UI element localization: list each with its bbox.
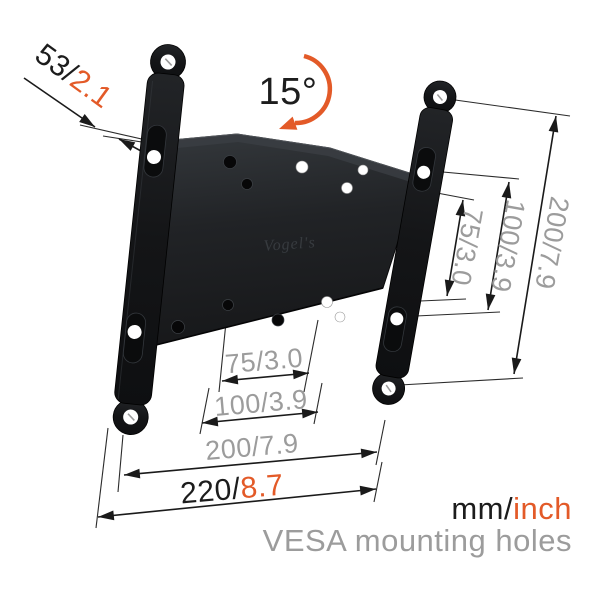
dimension-line-depth-counter [118, 138, 142, 152]
side-dim-75-label: 75/3.0 [445, 206, 488, 288]
dimension-line-depth [23, 77, 96, 128]
vesa-hole-dark [222, 299, 234, 311]
units-legend: mm/inch VESA mounting holes [263, 491, 572, 558]
screw-slot-icon [436, 94, 444, 101]
dimension-line-bottom-200 [123, 448, 378, 479]
wall-screw-hole [127, 324, 142, 339]
witness-line [436, 192, 475, 201]
width-inch: 8.7 [239, 469, 285, 506]
wall-screw-hole [390, 312, 404, 326]
witness-line [199, 387, 210, 435]
witness-line [419, 298, 467, 302]
tilt-annotation: 15° [259, 53, 333, 130]
vesa-caption: VESA mounting holes [263, 523, 572, 558]
wall-plate: Vogel's [149, 133, 420, 347]
left-adapter-rail [112, 44, 186, 435]
witness-line [415, 311, 501, 317]
bottom-dim-75-label: 75/3.0 [224, 343, 304, 380]
vesa-hole-dark [241, 178, 253, 190]
tilt-angle-label: 15° [259, 71, 318, 113]
vesa-hole-dark [171, 320, 185, 334]
vesa-holes-dark [171, 155, 285, 334]
tilt-arrowhead-icon [279, 116, 298, 130]
dimension-line-side-100 [485, 181, 512, 311]
witness-line [431, 170, 520, 180]
wall-screw-hole [146, 150, 161, 165]
right-adapter-rail [372, 80, 457, 405]
witness-line [95, 427, 109, 529]
screw-slot-icon [127, 413, 135, 421]
units-mm: mm/ [451, 491, 513, 526]
tilt-arc-icon [294, 53, 333, 126]
vesa-hole-dark [271, 313, 285, 327]
screw-slot-icon [385, 384, 392, 393]
vesa-hole [295, 160, 309, 174]
vesa-holes-open [295, 160, 369, 323]
wall-screw-hole [417, 165, 431, 179]
width-mm: 220/ [179, 472, 242, 510]
witness-line [375, 419, 386, 466]
side-dim-100-label: 100/3.9 [485, 197, 531, 294]
vesa-hole [334, 311, 346, 323]
units-inch: inch [513, 491, 572, 526]
dimension-labels: 53/2.1 75/3.0 100/3.9 200/7.9 75/3.0 100… [29, 38, 575, 511]
depth-dimension-label: 53/2.1 [29, 38, 118, 116]
witness-line [313, 382, 323, 425]
wall-plate-bottom-edge [151, 287, 384, 347]
witness-line [373, 461, 383, 503]
witness-line [303, 319, 319, 393]
dimension-line-side-75 [444, 199, 466, 297]
bottom-dim-100-label: 100/3.9 [213, 384, 309, 422]
dimension-line-side-200 [511, 115, 559, 375]
screw-slot-icon [164, 58, 173, 66]
dimension-line-bottom-220 [97, 485, 377, 521]
vesa-hole [357, 164, 369, 176]
dimension-lines [23, 77, 559, 521]
witness-line [447, 98, 571, 117]
dimension-line-bottom-75 [221, 369, 310, 385]
witness-line [117, 434, 124, 493]
vesa-hole [321, 296, 333, 308]
vogels-logo: Vogel's [263, 234, 316, 255]
bottom-dim-220-label: 220/8.7 [179, 469, 285, 511]
witness-line [399, 377, 524, 386]
vesa-hole [341, 182, 353, 194]
vesa-hole-dark [223, 155, 237, 169]
units-label: mm/inch [451, 491, 572, 526]
dimension-line-bottom-100 [201, 408, 319, 427]
wall-plate-top-edge-highlight [149, 133, 420, 177]
wall-plate-top-fold [150, 134, 419, 183]
